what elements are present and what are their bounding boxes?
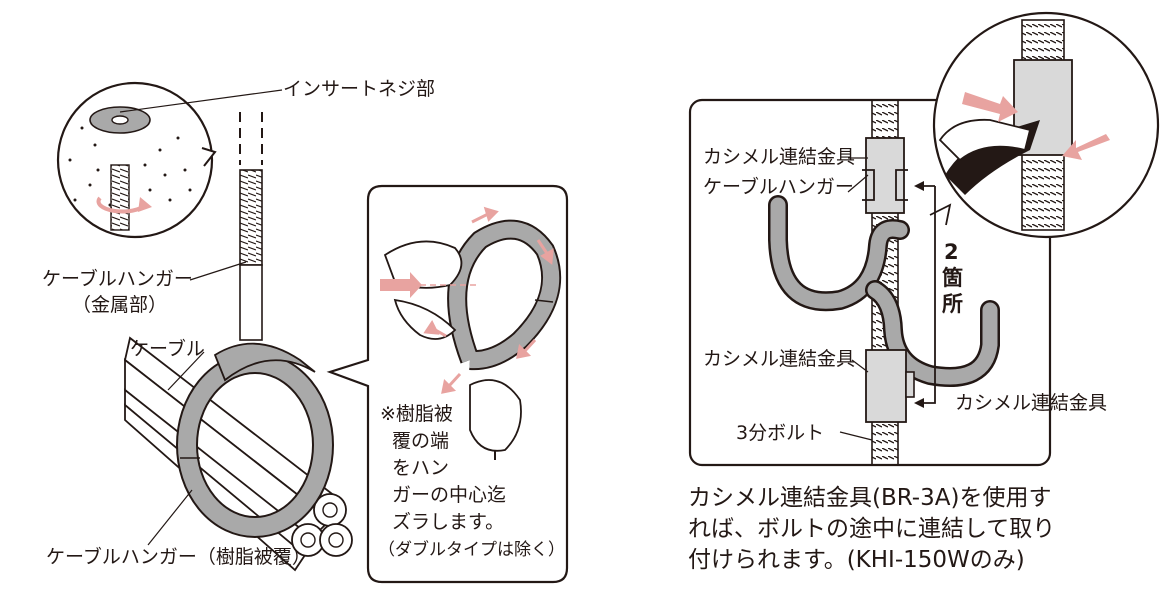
insert-screw-label: インサートネジ部 (283, 78, 436, 100)
caption-line: 付けられます。(KHI-150Wのみ) (688, 547, 1025, 573)
resin-loop (176, 342, 334, 538)
hanger-metal-label: ケーブルハンガー (42, 268, 193, 290)
note-line: ズラします。 (392, 511, 505, 533)
caption-line: カシメル連結金具(BR-3A)を使用す (688, 485, 1052, 511)
coupler-right-label: カシメル連結金具 (955, 392, 1108, 414)
cable-label: ケーブル (130, 338, 205, 360)
count-label: 所 (942, 292, 963, 316)
hanger-label: ケーブルハンガー (703, 176, 854, 198)
note-line: 覆の端 (392, 430, 450, 452)
caption-line: れば、ボルトの途中に連結して取り (688, 516, 1056, 542)
insert-detail-circle (56, 81, 217, 239)
coupler-mid-label: カシメル連結金具 (703, 348, 856, 370)
coupler-top-label: カシメル連結金具 (703, 146, 856, 168)
hanger-metal-sublabel: （金属部） (72, 294, 168, 316)
pliers-detail-circle (932, 11, 1160, 239)
note-line: をハン (392, 457, 450, 479)
count-label: 箇 (942, 266, 963, 290)
note-line: ガーの中心迄 (392, 484, 507, 506)
note-line: （ダブルタイプは除く） (378, 540, 565, 560)
note-line: ※樹脂被 (380, 403, 453, 425)
callout-bubble (326, 184, 569, 584)
count-label: 2 (944, 240, 959, 264)
hanger-resin-label: ケーブルハンガー（樹脂被覆） (46, 546, 311, 568)
bolt-label: 3分ボルト (736, 422, 825, 444)
